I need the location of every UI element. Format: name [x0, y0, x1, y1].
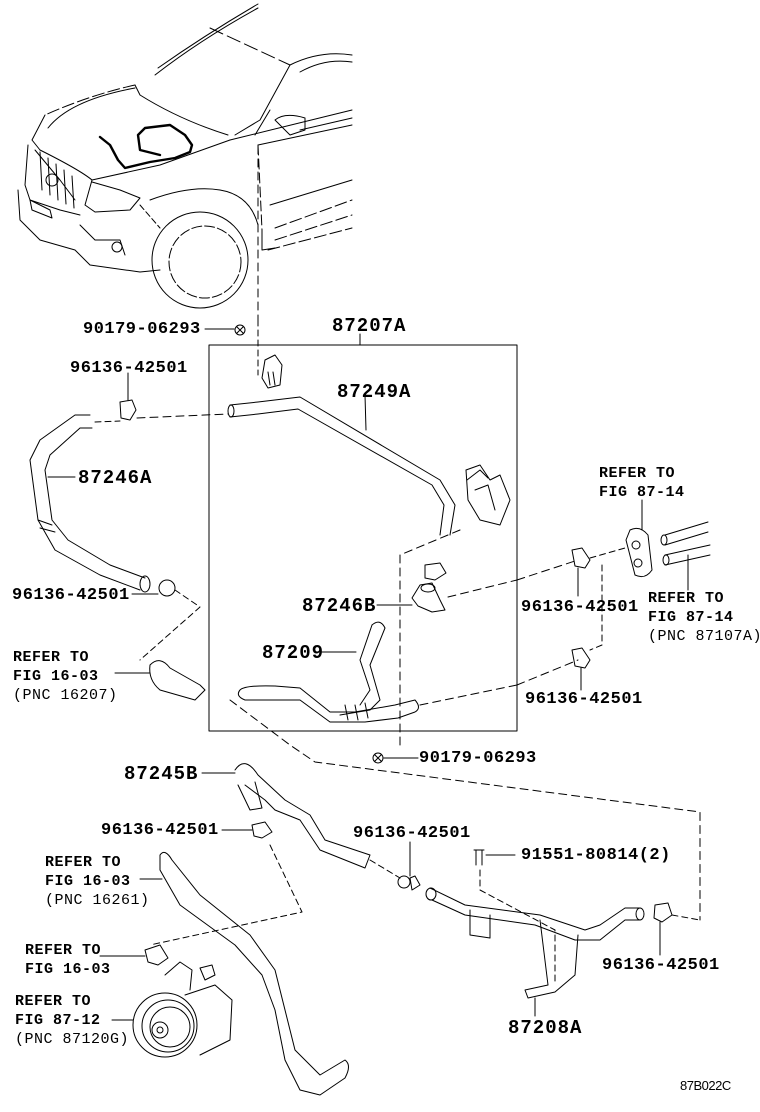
part-label-90179-bottom[interactable]: 90179-06293: [419, 749, 537, 768]
clamp-96136-c: [571, 547, 591, 597]
part-label-96136-c[interactable]: 96136-42501: [521, 598, 639, 617]
part-label-87208A[interactable]: 87208A: [508, 1017, 583, 1039]
reference-fig-16-03-16261[interactable]: REFER TO FIG 16-03 (PNC 16261): [45, 853, 150, 910]
reference-line1: REFER TO: [599, 465, 676, 482]
reference-line1: REFER TO: [13, 649, 90, 666]
part-label-90179-top[interactable]: 90179-06293: [83, 320, 201, 339]
heater-pipes: [660, 521, 711, 591]
part-label-91551[interactable]: 91551-80814(2): [521, 846, 671, 865]
nut-90179-top: [204, 324, 246, 336]
part-label-87209[interactable]: 87209: [262, 642, 325, 664]
reference-fig-16-03-16207[interactable]: REFER TO FIG 16-03 (PNC 16207): [13, 648, 118, 705]
part-label-87246A[interactable]: 87246A: [78, 467, 153, 489]
hose-87245B: [201, 763, 401, 879]
reference-line2: FIG 16-03: [45, 873, 131, 890]
pipe-87208A: [397, 841, 645, 1017]
reference-line1: REFER TO: [45, 854, 122, 871]
reference-line2: FIG 87-14: [648, 609, 734, 626]
reference-pnc: (PNC 87107A): [648, 628, 760, 645]
hose-87246A: [29, 414, 151, 593]
clamp-96136-b: [131, 579, 201, 661]
reference-line1: REFER TO: [25, 942, 102, 959]
clamp-96136-g: [653, 902, 701, 956]
clamp-96136-d: [571, 647, 591, 691]
figure-code: 87B022C: [680, 1078, 731, 1093]
grommet: [625, 499, 653, 578]
part-label-96136-a[interactable]: 96136-42501: [70, 359, 188, 378]
vehicle-illustration: [17, 3, 353, 321]
part-label-87207A[interactable]: 87207A: [332, 315, 407, 337]
part-label-96136-e[interactable]: 96136-42501: [101, 821, 219, 840]
reference-fig-16-03-clamp[interactable]: REFER TO FIG 16-03: [25, 941, 111, 979]
reference-fig-87-14-pipes[interactable]: REFER TO FIG 87-14 (PNC 87107A): [648, 589, 760, 646]
reference-line1: REFER TO: [648, 590, 725, 607]
clamp-96136-e: [149, 821, 303, 946]
part-label-87246B[interactable]: 87246B: [302, 595, 377, 617]
reference-fig-87-12-pump[interactable]: REFER TO FIG 87-12 (PNC 87120G): [15, 992, 129, 1049]
hose-87249A: [227, 394, 456, 536]
power-steering-pump: [111, 961, 233, 1058]
reference-line2: FIG 16-03: [13, 668, 99, 685]
part-label-96136-g[interactable]: 96136-42501: [602, 956, 720, 975]
reference-line2: FIG 87-14: [599, 484, 685, 501]
part-label-87249A[interactable]: 87249A: [337, 381, 412, 403]
reference-line1: REFER TO: [15, 993, 92, 1010]
reference-pnc: (PNC 87120G): [15, 1031, 130, 1048]
reference-fig-87-14-grommet[interactable]: REFER TO FIG 87-14: [599, 464, 685, 502]
reference-line2: FIG 87-12: [15, 1012, 101, 1029]
clamp-96136-a: [94, 372, 229, 423]
part-label-96136-b[interactable]: 96136-42501: [12, 586, 130, 605]
part-label-87245B[interactable]: 87245B: [124, 763, 199, 785]
part-label-96136-d[interactable]: 96136-42501: [525, 690, 643, 709]
reference-line2: FIG 16-03: [25, 961, 111, 978]
assembly-box-87207A: [208, 344, 518, 732]
part-label-96136-f[interactable]: 96136-42501: [353, 824, 471, 843]
nut-90179-bottom: [372, 752, 419, 764]
hose-ref-16261: [139, 851, 349, 1096]
reference-pnc: (PNC 16261): [45, 892, 150, 909]
reference-pnc: (PNC 16207): [13, 687, 118, 704]
elbow-87246B: [376, 582, 446, 613]
hose-87209: [237, 621, 419, 723]
